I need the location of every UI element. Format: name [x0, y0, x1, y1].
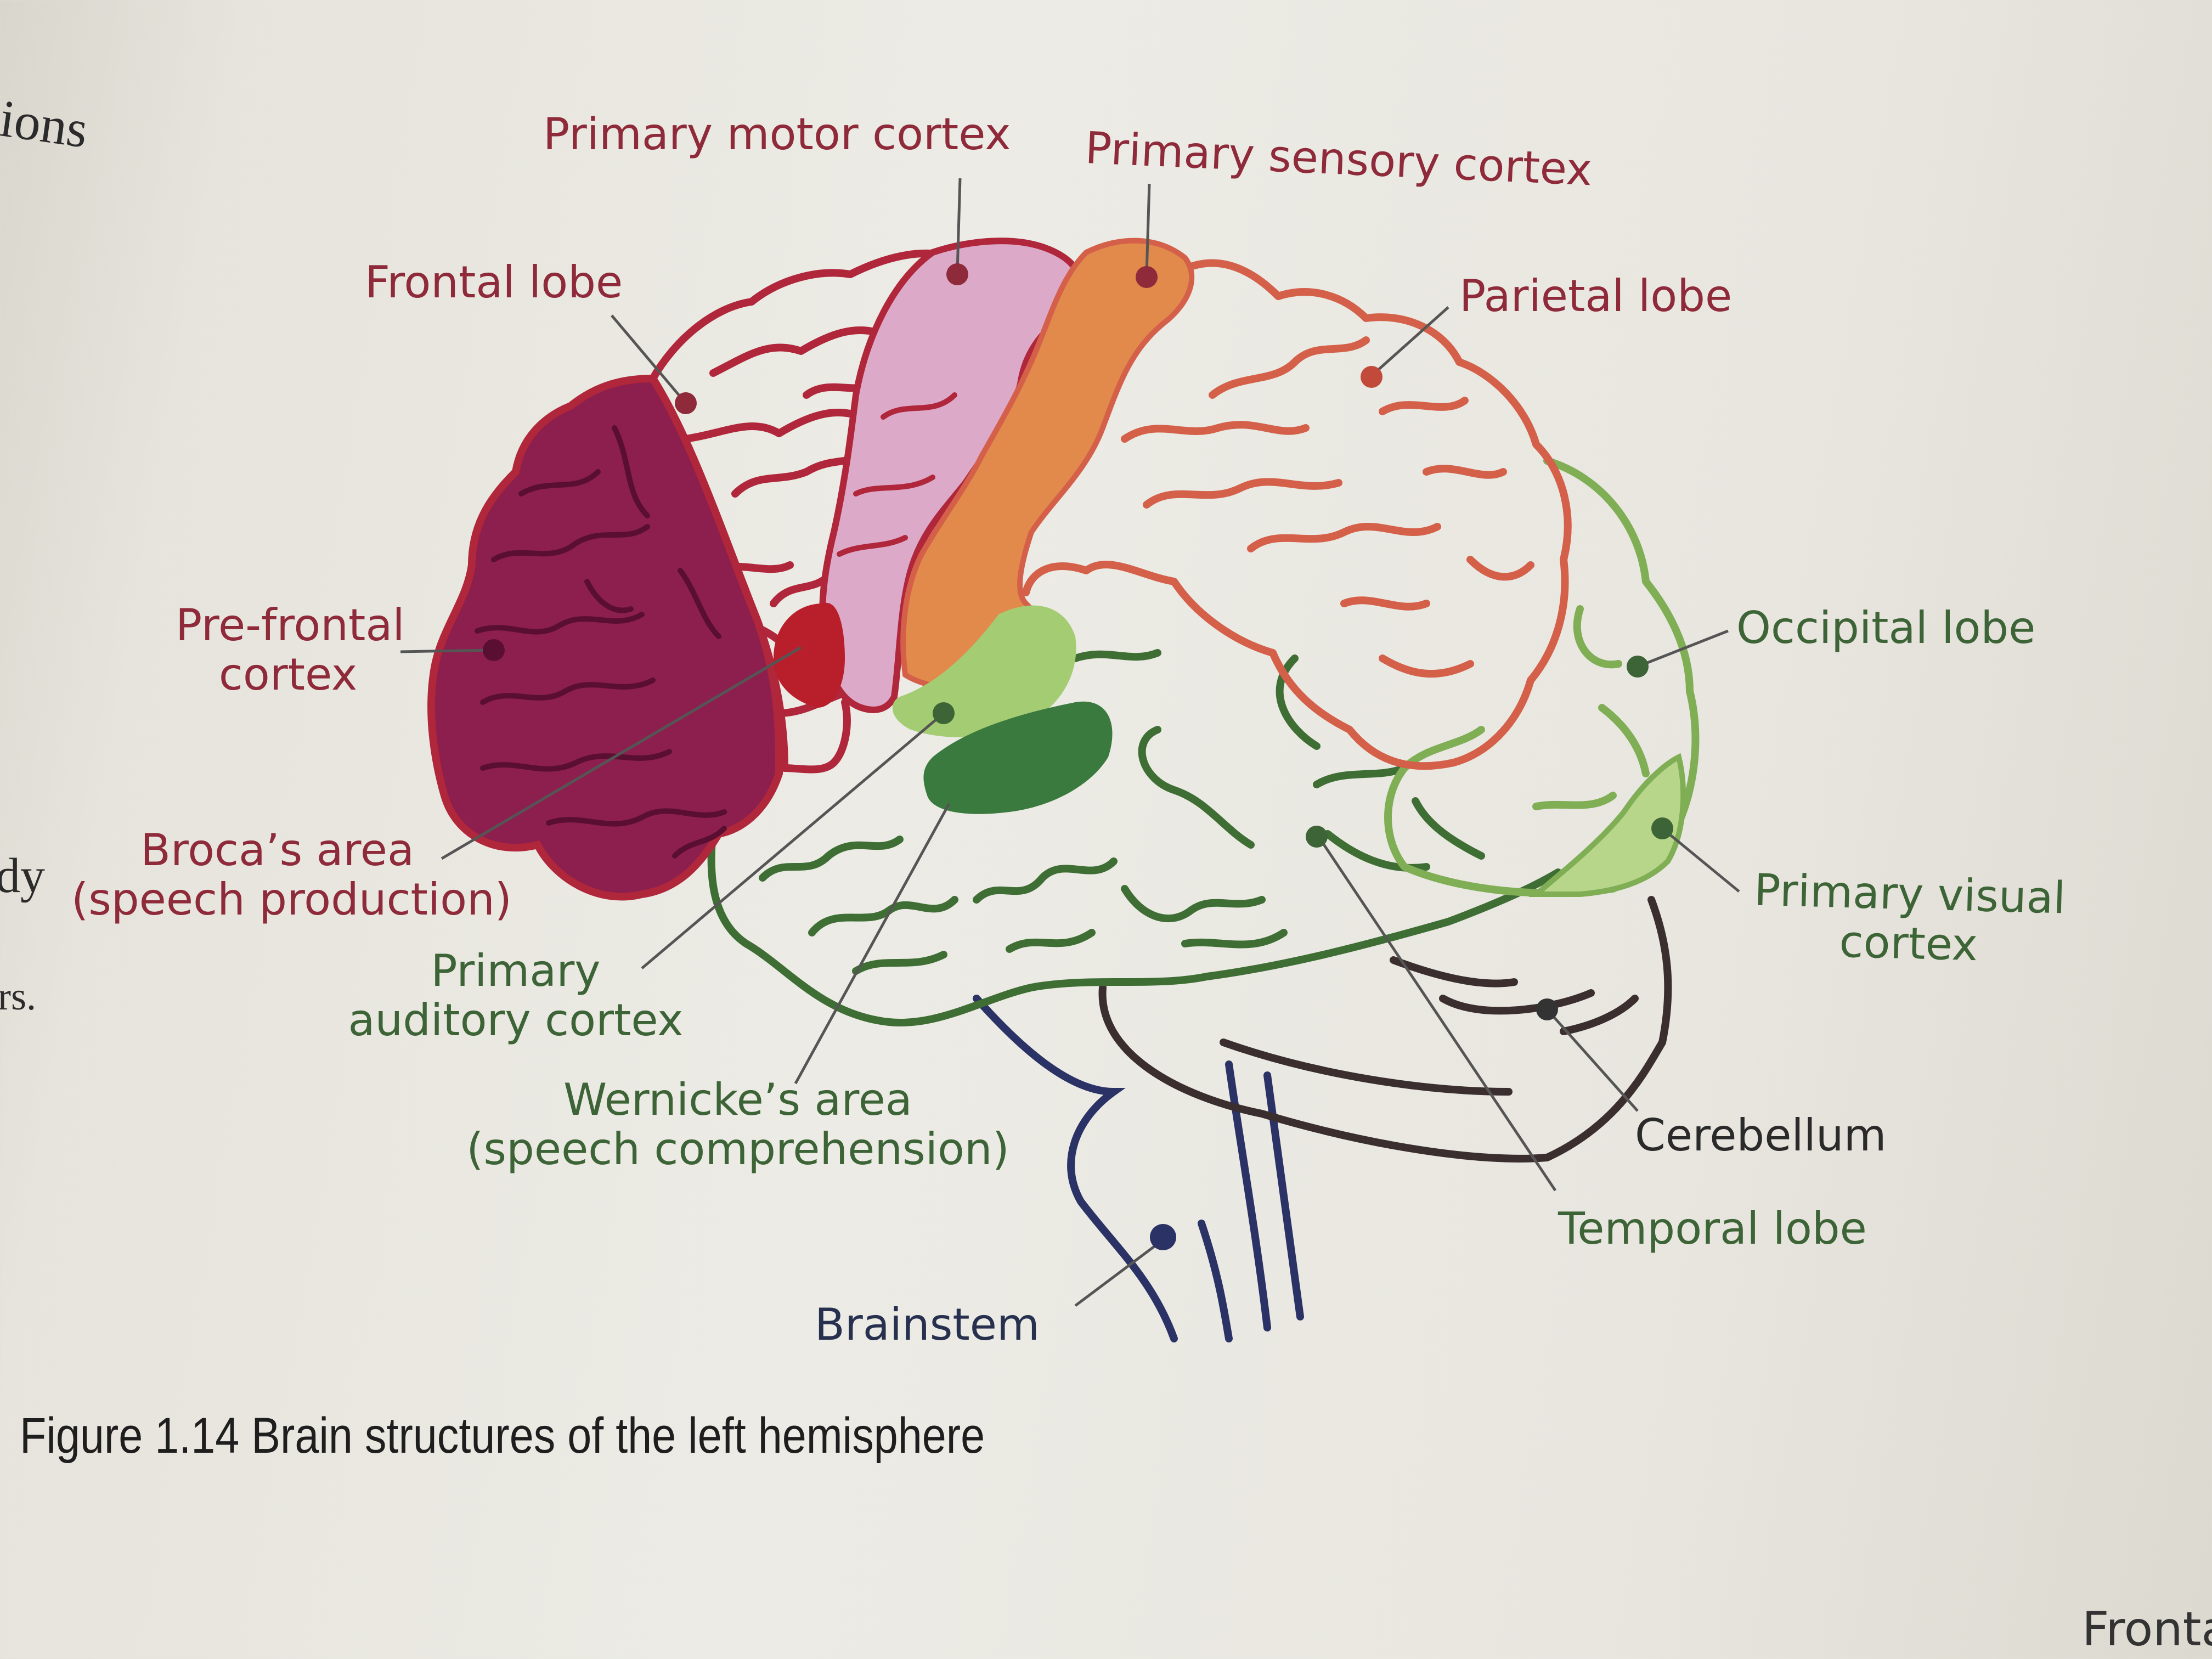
label-frontal-lobe: Frontal lobe: [365, 257, 623, 308]
location-dots: [483, 263, 1673, 1250]
label-prefrontal-line2: cortex: [218, 648, 358, 700]
label-parietal-lobe: Parietal lobe: [1459, 270, 1733, 321]
label-occipital-lobe: Occipital lobe: [1736, 602, 2036, 653]
label-wernickes-line2: (speech comprehension): [466, 1123, 1009, 1175]
footer-fragment: Fronta: [2082, 1602, 2212, 1657]
label-prefrontal-cortex: Pre-frontal cortex: [176, 600, 405, 700]
parietal-lobe-shape: [1022, 259, 1572, 770]
label-brocas-area: Broca’s area (speech production): [71, 825, 512, 925]
label-auditory-line1: Primary: [431, 945, 601, 996]
wernickes-area-region: [923, 701, 1113, 814]
label-visual-line2: cortex: [1838, 916, 1979, 970]
label-prefrontal-line1: Pre-frontal: [176, 600, 405, 651]
label-brocas-line1: Broca’s area: [140, 825, 414, 876]
primary-visual-cortex-region: [1528, 753, 1686, 897]
leader-lines: [400, 178, 1740, 1307]
primary-motor-cortex-folds: [837, 392, 957, 557]
label-primary-motor-cortex: Primary motor cortex: [543, 109, 1011, 160]
figure-caption: Figure 1.14 Brain structures of the left…: [20, 1408, 985, 1464]
label-brocas-line2: (speech production): [71, 873, 512, 925]
prefrontal-cortex-region: [427, 374, 783, 901]
label-primary-auditory-cortex: Primary auditory cortex: [329, 946, 702, 1045]
label-wernickes-line1: Wernicke’s area: [563, 1074, 912, 1125]
label-brainstem: Brainstem: [815, 1299, 1040, 1350]
brainstem-shape: [973, 995, 1304, 1342]
label-primary-visual-cortex: Primary visual cortex: [1738, 865, 2080, 972]
label-cerebellum: Cerebellum: [1635, 1110, 1887, 1161]
label-visual-line1: Primary visual: [1753, 864, 2067, 924]
temporal-lobe-shape: [707, 649, 1562, 1026]
margin-fragment-mid: dy: [0, 849, 45, 903]
label-auditory-line2: auditory cortex: [348, 994, 684, 1046]
label-temporal-lobe: Temporal lobe: [1558, 1203, 1867, 1254]
margin-fragment-low: rs.: [0, 974, 36, 1018]
cerebellum-shape: [1098, 896, 1672, 1163]
brocas-area-region: [774, 602, 845, 708]
label-wernickes-area: Wernicke’s area (speech comprehension): [422, 1075, 1053, 1173]
